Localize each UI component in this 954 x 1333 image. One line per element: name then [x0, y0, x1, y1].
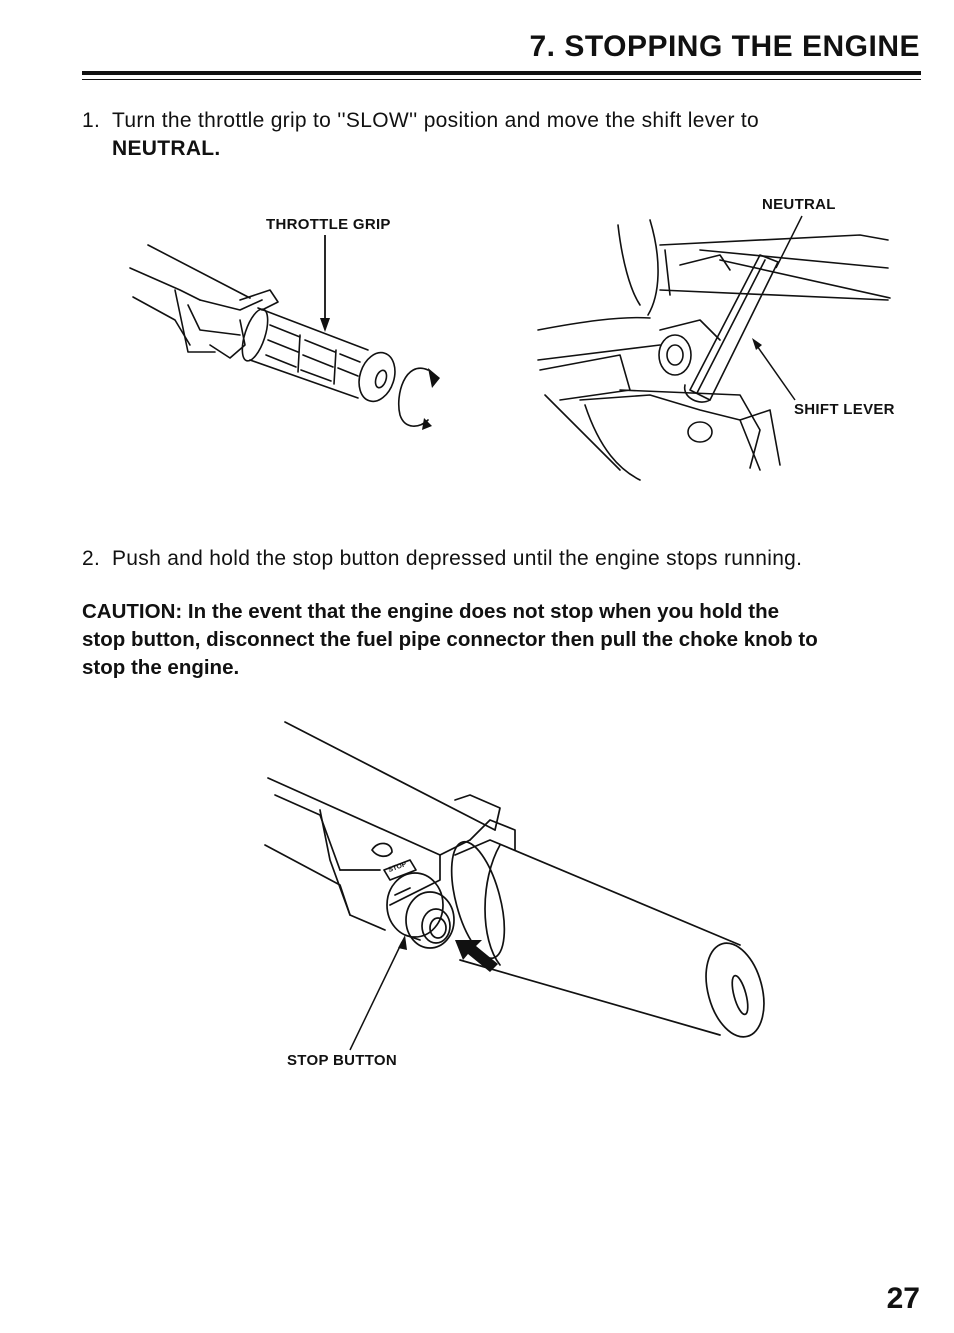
caution-notice: CAUTION: In the event that the engine do…	[82, 598, 924, 682]
shift-lever-label: SHIFT LEVER	[794, 401, 895, 418]
caution-line-1: CAUTION: In the event that the engine do…	[82, 600, 779, 623]
step-1-bold: NEUTRAL.	[112, 137, 221, 160]
neutral-label: NEUTRAL	[762, 196, 836, 213]
step-1-number: 1.	[82, 109, 101, 132]
page-number: 27	[886, 1282, 920, 1315]
caution-line-2: stop button, disconnect the fuel pipe co…	[82, 628, 818, 651]
caution-line-3: stop the engine.	[82, 656, 240, 679]
page-title: 7. STOPPING THE ENGINE	[529, 30, 920, 63]
throttle-grip-label: THROTTLE GRIP	[266, 216, 391, 233]
step-2-text: Push and hold the stop button depressed …	[112, 547, 803, 570]
step-1-text: Turn the throttle grip to ''SLOW'' posit…	[112, 109, 760, 132]
step-2-number: 2.	[82, 547, 101, 570]
stop-button-label: STOP BUTTON	[287, 1052, 397, 1069]
header-rule-thin	[82, 79, 921, 80]
header-rule	[82, 71, 921, 75]
